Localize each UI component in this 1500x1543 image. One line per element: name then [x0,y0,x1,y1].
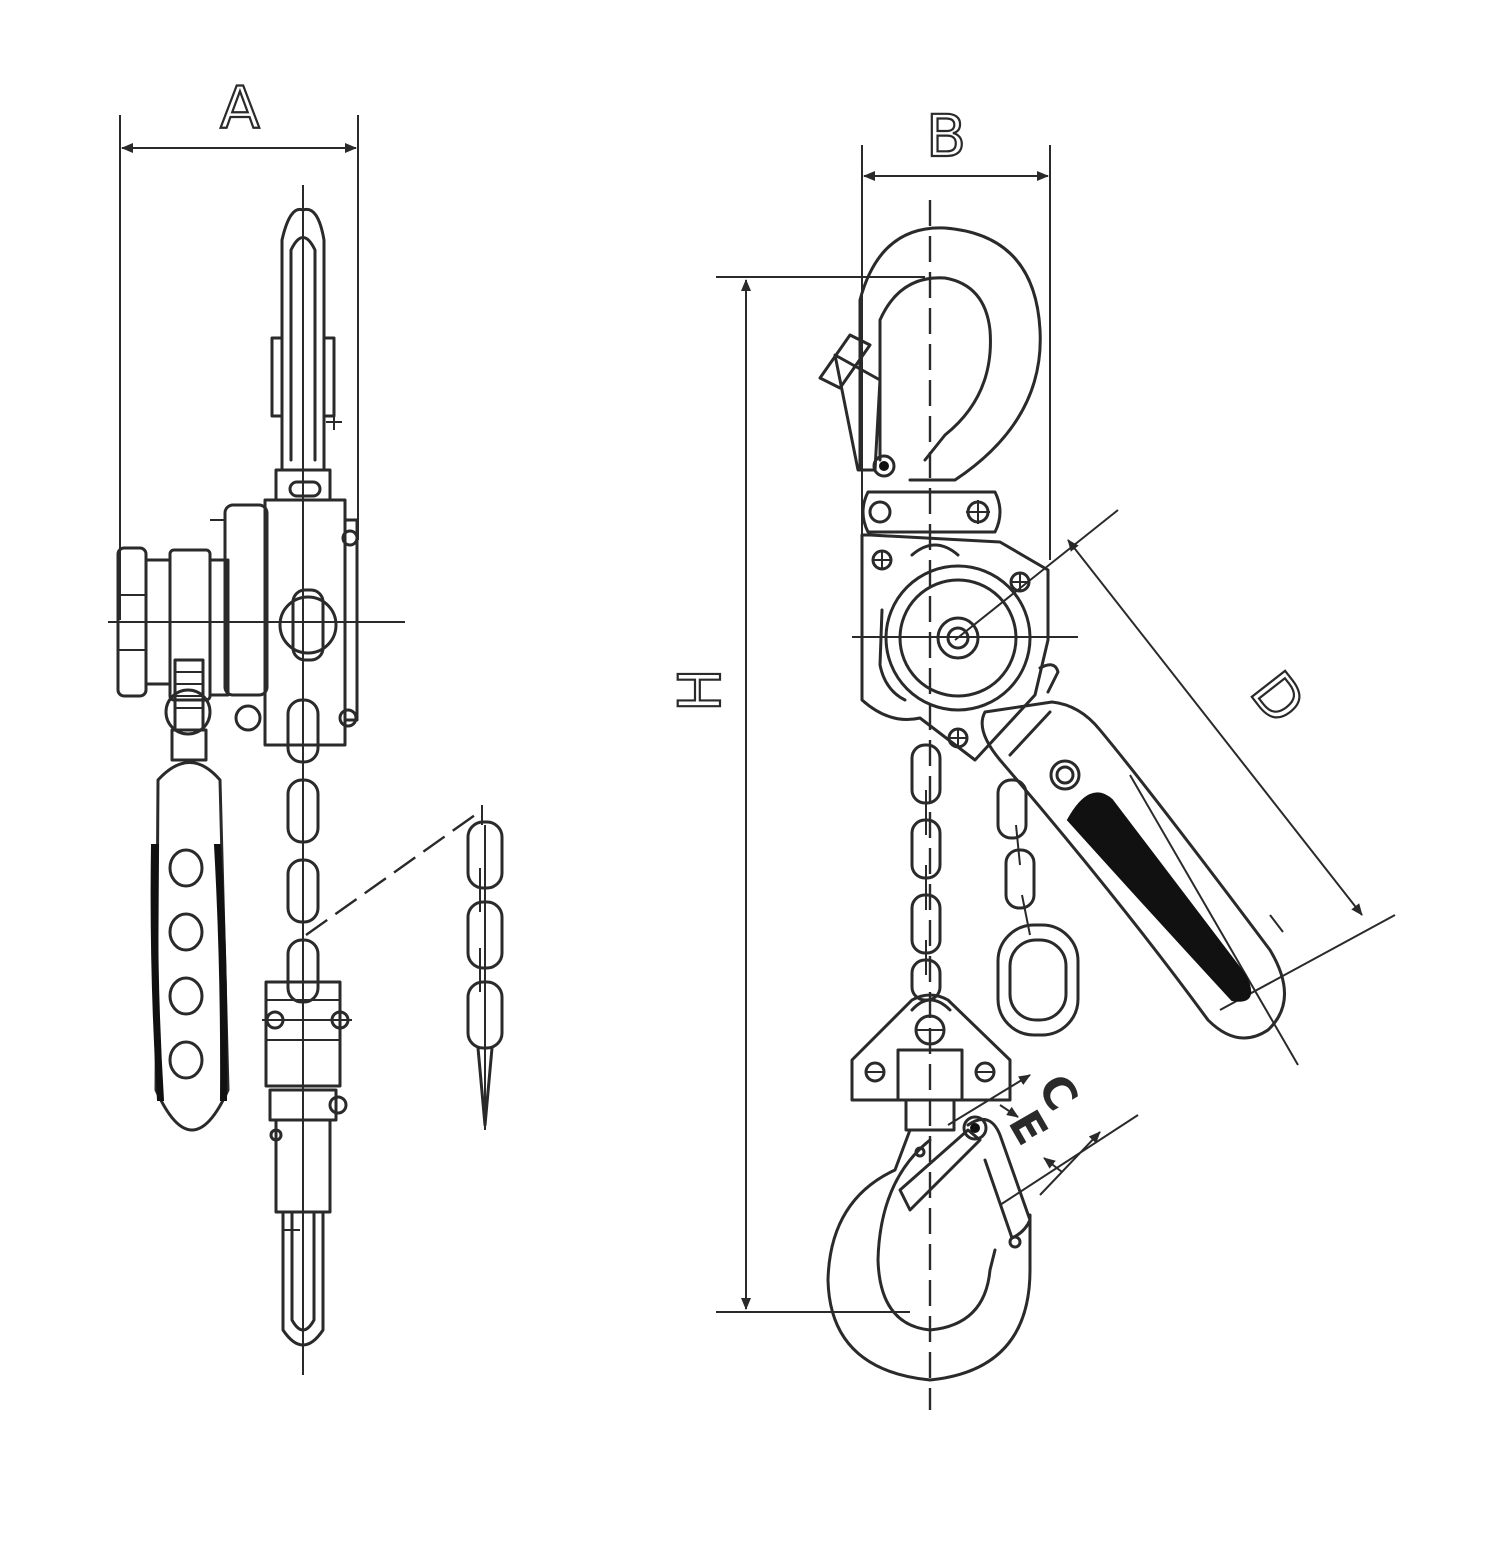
load-chain-front [910,743,942,1002]
lever-handle-side [150,728,230,1132]
lever-handle-front [980,700,1286,1040]
hoist-body-front [860,490,1060,762]
load-chain-side [286,698,320,1004]
dimension-label-b: B [926,102,966,170]
top-hook-front [818,226,1042,482]
dimension-h: H [665,276,925,1313]
bottom-hook-front [826,1098,1032,1382]
dimension-label-h: H [666,668,734,712]
dimension-label-a: A [220,74,260,142]
hoist-body-side [108,468,405,747]
ratchet-nut-side [116,546,212,736]
dimension-label-d: D [1237,659,1318,736]
side-view: A [108,73,504,1375]
front-view: B H D [665,101,1396,1410]
dimension-a: A [119,73,359,620]
dimension-b: B [861,101,1051,560]
bottom-hook-side [262,980,352,1347]
dimension-d: D [954,509,1396,1066]
chain-detail [305,805,504,1130]
slack-chain-front [996,778,1080,1037]
